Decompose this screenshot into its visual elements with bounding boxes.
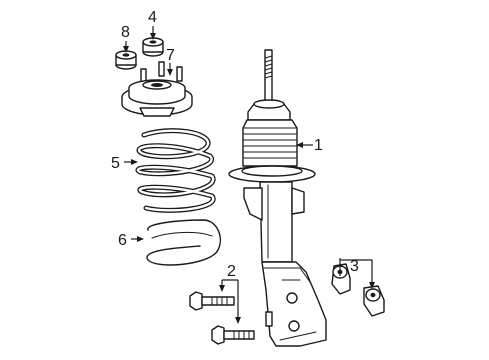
callout-2: 2	[227, 263, 236, 280]
bolt-lower	[211, 325, 255, 345]
cam-nut-lower	[363, 285, 385, 317]
strut-upper-mount	[121, 61, 193, 117]
cam-nut-upper	[331, 263, 351, 295]
callout-3: 3	[350, 258, 359, 275]
coil-spring	[135, 128, 216, 213]
bolt-upper	[189, 291, 235, 311]
flange-nut	[115, 50, 137, 70]
callout-7: 7	[166, 47, 175, 64]
callout-8: 8	[121, 24, 130, 41]
strut-assembly	[228, 49, 327, 347]
callout-6: 6	[118, 232, 127, 249]
spring-insulator	[146, 219, 222, 266]
callout-4: 4	[148, 9, 157, 26]
leader-lines	[123, 26, 375, 324]
callout-1: 1	[314, 137, 323, 154]
callout-5: 5	[111, 155, 120, 172]
upper-nut	[142, 37, 164, 57]
